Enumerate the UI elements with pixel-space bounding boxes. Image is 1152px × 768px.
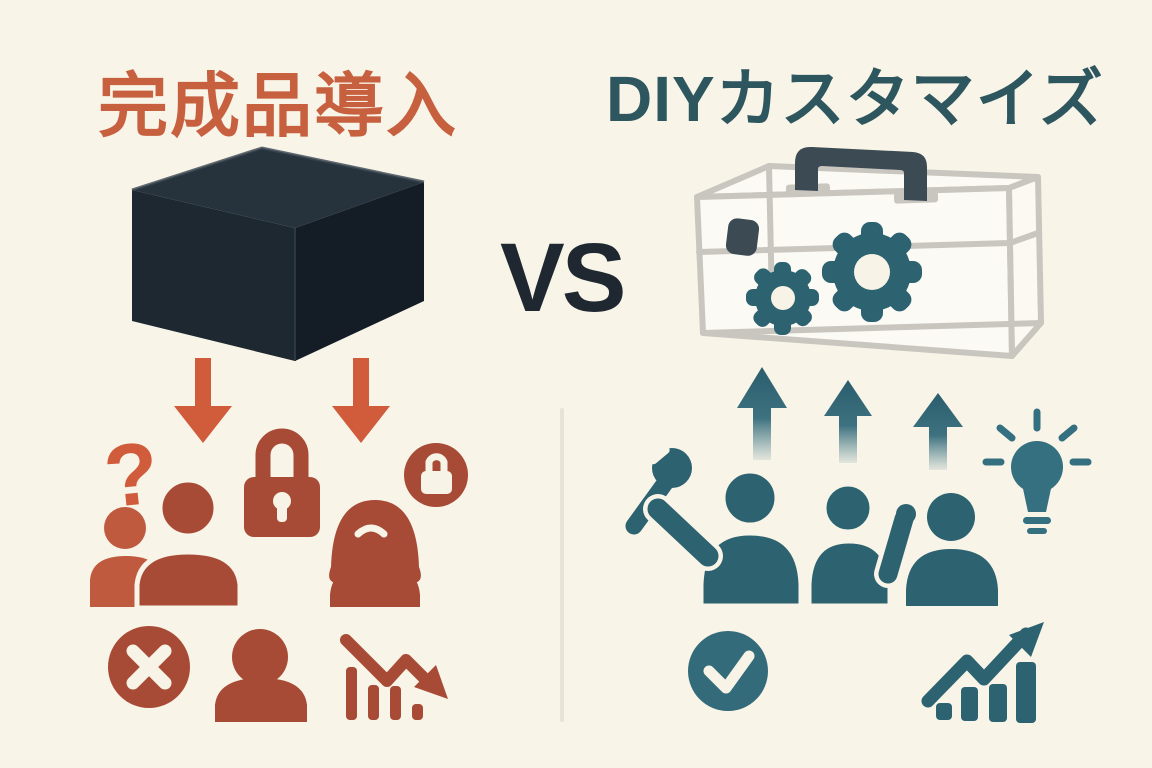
- check-circle-icon: [688, 631, 768, 711]
- user-pair-icon: [90, 477, 243, 611]
- declining-chart-icon: [340, 634, 448, 720]
- single-user-icon: [215, 629, 307, 722]
- female-user-icon: [329, 500, 421, 607]
- sealed-black-box-icon: [131, 146, 425, 361]
- left-panel-title: 完成品導入: [98, 67, 458, 145]
- down-arrows-icon: [174, 358, 390, 443]
- gear-icon: [746, 222, 922, 335]
- toolbox-latch: [725, 218, 760, 256]
- vs-label: VS: [500, 223, 626, 332]
- up-arrows-icon: [737, 367, 963, 470]
- divider-line: [560, 408, 564, 722]
- padlock-icon: [244, 428, 320, 537]
- toolbox-handle: [785, 146, 939, 204]
- lightbulb-icon: [982, 408, 1092, 534]
- rising-chart-icon: [921, 622, 1044, 723]
- team-of-three-icon: [625, 439, 998, 609]
- raised-arm: [874, 504, 918, 588]
- x-circle-icon: [108, 626, 190, 708]
- right-panel-title: DIYカスタマイズ: [606, 63, 1104, 135]
- wrench-arm: [643, 494, 723, 571]
- lock-badge-icon: [404, 443, 468, 507]
- toolbox-icon: [694, 146, 1044, 359]
